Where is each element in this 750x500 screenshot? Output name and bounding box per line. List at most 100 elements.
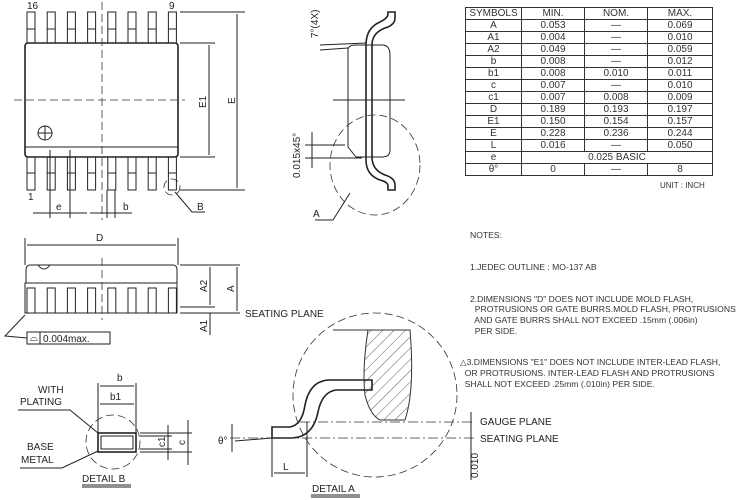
table-cell: 0.008 (521, 67, 585, 80)
gauge-plane-label: GAUGE PLANE (480, 417, 552, 428)
table-cell: 0.150 (521, 115, 585, 128)
detail-b-dim-b: b (117, 373, 123, 384)
detail-b-dim-b1: b1 (110, 392, 122, 403)
detail-b-dim-c1: c1 (157, 436, 168, 447)
table-cell: 0.011 (647, 67, 713, 80)
dim-E1: E1 (198, 95, 209, 108)
table-cell: 0.025 BASIC (521, 151, 713, 164)
gauge-dim-label: 0.010 (470, 453, 481, 478)
table-cell: A2 (465, 43, 522, 56)
side-lead (167, 287, 177, 314)
end-view: 7°(4X) 0.015x45° A (292, 10, 421, 221)
table-cell: D (465, 103, 522, 116)
table-cell: 0 (521, 163, 585, 176)
table-cell: 0.009 (647, 91, 713, 104)
lead (66, 11, 76, 44)
table-cell: — (584, 55, 648, 68)
table-cell: e (465, 151, 522, 164)
table-cell: 0.059 (647, 43, 713, 56)
table-cell: 0.244 (647, 127, 713, 140)
table-header-row: SYMBOLS MIN. NOM. MAX. (465, 7, 713, 20)
dim-D: D (96, 233, 103, 244)
top-view: 16 9 1 E1 E e b B (14, 1, 245, 220)
table-cell: — (584, 139, 648, 152)
lead (26, 11, 36, 44)
dim-E: E (227, 97, 238, 104)
table-cell: 0.008 (584, 91, 648, 104)
notes-title: NOTES: (470, 230, 502, 241)
table-cell: 0.010 (584, 67, 648, 80)
table-cell: A (465, 19, 522, 32)
lead (167, 11, 177, 44)
side-lead (107, 287, 117, 314)
side-lead (66, 287, 76, 314)
lead (127, 11, 137, 44)
table-cell: 0.007 (521, 79, 585, 92)
header-min: MIN. (521, 7, 585, 20)
notes: NOTES: 1.JEDEC OUTLINE : MO-137 AB 2.DIM… (460, 209, 736, 400)
table-cell: 0.197 (647, 103, 713, 116)
note-2: 2.DIMENSIONS "D" DOES NOT INCLUDE MOLD F… (470, 293, 736, 336)
seating-plane-label: SEATING PLANE (245, 309, 324, 320)
dim-e: e (56, 202, 62, 213)
table-cell: 0.228 (521, 127, 585, 140)
table-cell: 8 (647, 163, 713, 176)
detail-a-callout (329, 114, 421, 216)
pin-label-9: 9 (169, 1, 175, 12)
detail-a-ref: A (313, 209, 320, 220)
table-cell: 0.154 (584, 115, 648, 128)
side-lead (127, 287, 137, 314)
table-cell: — (584, 31, 648, 44)
side-lead (26, 287, 36, 314)
lead (107, 11, 117, 44)
lead (147, 11, 157, 44)
warning-triangle-icon: △ (460, 357, 467, 368)
lead (46, 11, 56, 44)
table-cell: E (465, 127, 522, 140)
pin-label-1: 1 (28, 192, 34, 203)
detail-b-callout (163, 178, 181, 196)
table-cell: L (465, 139, 522, 152)
dim-A2: A2 (199, 279, 210, 292)
table-row-theta: θ°0—8 (465, 163, 713, 176)
table-cell: 0.008 (521, 55, 585, 68)
pin1-marker-icon (37, 125, 53, 141)
detail-a-seating-plane-label: SEATING PLANE (480, 434, 559, 445)
detail-b: b b1 c1 c WITH PLATING BASE METAL DETAIL… (18, 373, 192, 488)
table-cell: 0.189 (521, 103, 585, 116)
side-lead (87, 287, 97, 314)
table-cell: 0.157 (647, 115, 713, 128)
base-metal-label: BASE (27, 442, 54, 453)
table-cell: 0.193 (584, 103, 648, 116)
header-max: MAX. (647, 7, 713, 20)
table-cell: 0.010 (647, 79, 713, 92)
base-metal-label-2: METAL (21, 455, 54, 466)
header-nom: NOM. (584, 7, 648, 20)
detail-a-title: DETAIL A (312, 484, 355, 495)
chamfer-label: 0.015x45° (292, 133, 303, 178)
side-lead (46, 287, 56, 314)
header-symbols: SYMBOLS (465, 7, 522, 20)
with-plating-label: WITH (38, 385, 64, 396)
table-cell: θ° (465, 163, 522, 176)
note-3: 3.DIMENSIONS "E1" DOES NOT INCLUDE INTER… (464, 357, 721, 389)
note-1: 1.JEDEC OUTLINE : MO-137 AB (470, 261, 597, 272)
dim-b: b (123, 202, 129, 213)
table-cell: 0.236 (584, 127, 648, 140)
table-cell: — (584, 43, 648, 56)
detail-b-ref: B (197, 202, 204, 213)
detail-a-theta: θ° (218, 436, 228, 447)
table-cell: 0.010 (647, 31, 713, 44)
table-cell: — (584, 19, 648, 32)
detail-b-title: DETAIL B (82, 474, 126, 485)
table-cell: c (465, 79, 522, 92)
lead-angle-label: 7°(4X) (310, 10, 321, 38)
